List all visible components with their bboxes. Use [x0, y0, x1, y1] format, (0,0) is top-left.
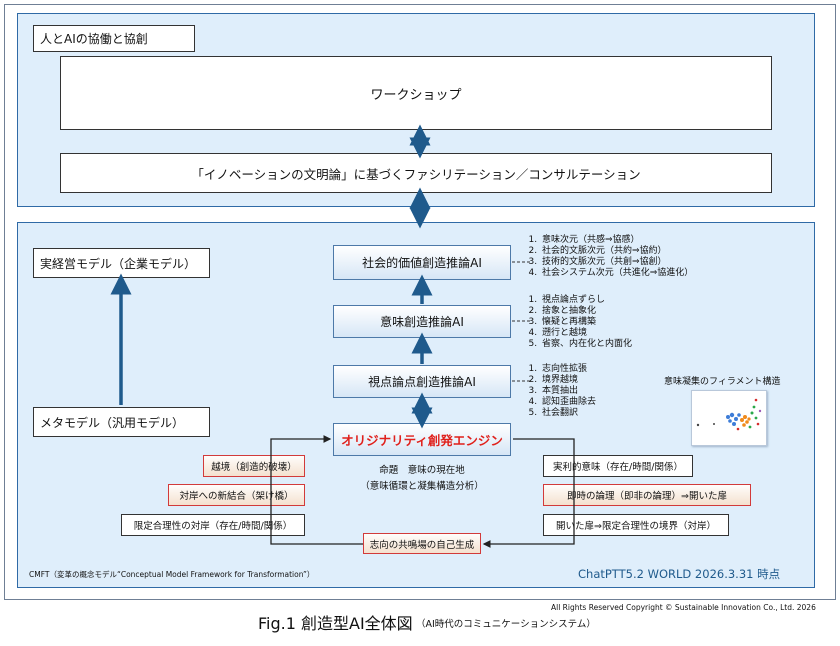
copyright-text: All Rights Reserved Copyright © Sustaina…: [551, 603, 816, 612]
cycle-left-1: 越境（創造的破壊）: [203, 455, 305, 477]
filament-title: 意味凝集のフィラメント構造: [664, 377, 781, 387]
cycle-right-3: 開いた扉⇒限定合理性の境界（対岸）: [543, 514, 729, 536]
list-item: 省察、内在化と内面化: [540, 339, 632, 350]
list-item: 志向性拡張: [540, 364, 596, 375]
real-model-label: 実経営モデル（企業モデル）: [40, 256, 197, 271]
cycle-bottom-box: 志向の共鳴場の自己生成: [363, 533, 481, 554]
facilitation-label: 「イノベーションの文明論」に基づくファシリテーション／コンサルテーション: [191, 166, 641, 182]
social-ai-list: 意味次元（共感⇒協感） 社会的文脈次元（共約⇒協約） 技術的文脈次元（共創⇒協創…: [526, 235, 693, 279]
meaning-ai-label: 意味創造推論AI: [380, 315, 464, 329]
cycle-loop-right: [482, 438, 575, 548]
figure-subtitle: （AI時代のコミュニケーションシステム）: [416, 619, 596, 630]
filament-cluster-icon: [696, 398, 762, 431]
meta-model-box: メタモデル（汎用モデル）: [33, 407, 210, 437]
cycle-bottom-label: 志向の共鳴場の自己生成: [369, 539, 475, 551]
list-item: 本質抽出: [540, 386, 596, 397]
list-item: 捨象と抽象化: [540, 306, 632, 317]
cycle-right-3-label: 開いた扉⇒限定合理性の境界（対岸）: [556, 521, 716, 532]
proposition-line-1: 命題 意味の現在地: [379, 465, 465, 476]
real-model-box: 実経営モデル（企業モデル）: [33, 248, 210, 278]
collaboration-title: 人とAIの協働と協創: [33, 25, 195, 52]
cycle-left-1-label: 越境（創造的破壊）: [211, 462, 297, 473]
figure-label: Fig.1 創造型AI全体図: [258, 614, 413, 633]
viewpoint-ai-list: 志向性拡張 境界越境 本質抽出 認知歪曲除去 社会翻訳: [526, 364, 596, 419]
cycle-right-2-label: 即時の論理（即非の論理）⇒開いた扉: [567, 491, 727, 502]
workshop-label: ワークショップ: [370, 87, 462, 103]
list-item: 社会翻訳: [540, 408, 596, 419]
meaning-ai-list: 視点論点ずらし 捨象と抽象化 懐疑と再構築 遡行と越境 省察、内在化と内面化: [526, 295, 632, 350]
workshop-box: ワークショップ: [60, 56, 772, 130]
cycle-loop-left: [270, 435, 363, 545]
cmft-caption: CMFT（変革の概念モデル“Conceptual Model Framework…: [29, 570, 315, 579]
list-item: 社会的文脈次元（共約⇒協約）: [540, 246, 693, 257]
proposition-line-2: （意味循環と凝集構造分析）: [360, 481, 484, 492]
list-item: 意味次元（共感⇒協感）: [540, 235, 693, 246]
cycle-left-3: 限定合理性の対岸（存在/時間/関係）: [121, 514, 305, 536]
collaboration-title-text: 人とAIの協働と協創: [40, 32, 148, 46]
meaning-ai-box: 意味創造推論AI: [333, 305, 511, 338]
version-stamp: ChatPTT5.2 WORLD 2026.3.31 時点: [578, 567, 781, 581]
originality-engine-label: オリジナリティ創発エンジン: [341, 433, 503, 448]
social-value-ai-label: 社会的価値創造推論AI: [362, 256, 482, 270]
list-item: 視点論点ずらし: [540, 295, 632, 306]
cycle-left-2-label: 対岸への新結合（架け橋）: [179, 491, 294, 502]
cycle-right-1: 実利的意味（存在/時間/関係）: [543, 455, 693, 477]
list-item: 境界越境: [540, 375, 596, 386]
meta-model-label: メタモデル（汎用モデル）: [40, 415, 185, 430]
list-item: 懐疑と再構築: [540, 317, 632, 328]
cycle-right-2: 即時の論理（即非の論理）⇒開いた扉: [543, 484, 751, 506]
filament-image: [691, 390, 767, 446]
viewpoint-ai-label: 視点論点創造推論AI: [368, 375, 476, 389]
cycle-right-1-label: 実利的意味（存在/時間/関係）: [553, 462, 683, 473]
list-item: 遡行と越境: [540, 328, 632, 339]
cycle-left-3-label: 限定合理性の対岸（存在/時間/関係）: [133, 521, 293, 532]
list-item: 認知歪曲除去: [540, 397, 596, 408]
list-item: 技術的文脈次元（共創⇒協創）: [540, 257, 693, 268]
list-item: 社会システム次元（共進化⇒協進化）: [540, 268, 693, 279]
